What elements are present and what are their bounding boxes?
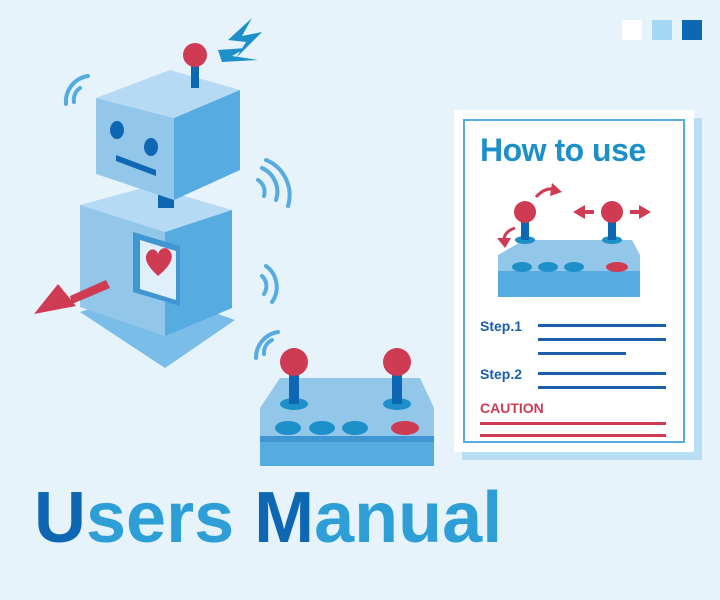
title-letter-u: U [34, 478, 86, 558]
robot-icon [34, 18, 292, 368]
manual-document-icon [454, 110, 702, 460]
heart-icon [145, 248, 172, 276]
right-arrow-icon [630, 210, 640, 214]
square-white [622, 20, 642, 40]
title-users-rest: sers [86, 478, 255, 558]
step-2-label: Step.2 [480, 366, 523, 382]
controller-icon [260, 348, 434, 466]
document-controller-icon [497, 183, 651, 297]
caution-label: CAUTION [480, 400, 544, 416]
step-1-label: Step.1 [480, 318, 523, 334]
left-arrow-icon [584, 210, 594, 214]
signal-waves-icon [63, 74, 292, 360]
lightning-icon [228, 18, 262, 58]
square-dark-blue [682, 20, 702, 40]
title-manual-rest: anual [314, 478, 503, 558]
document-border [463, 119, 685, 443]
page-title: Users Manual [34, 482, 502, 554]
document-title: How to use [480, 132, 646, 168]
decorative-squares [622, 20, 702, 40]
square-light-blue [652, 20, 672, 40]
arrow-icon [70, 280, 110, 304]
title-letter-m: M [254, 478, 315, 558]
